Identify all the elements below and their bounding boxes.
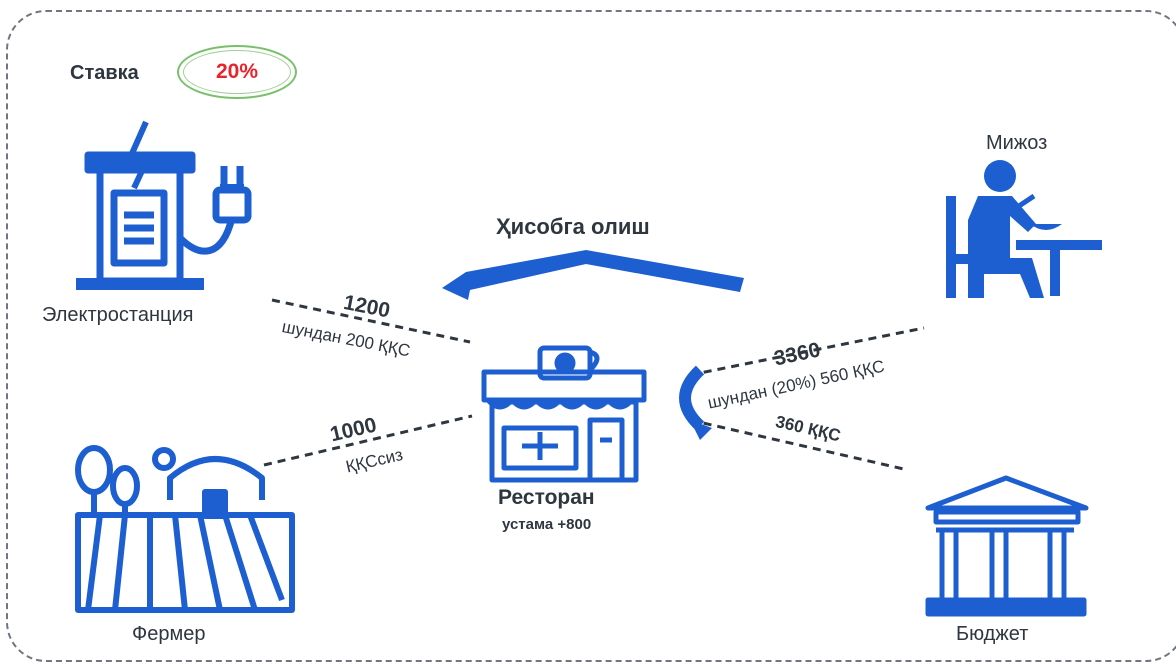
budget-building-icon — [925, 475, 1089, 617]
flow-power-to-restaurant — [271, 298, 471, 344]
flow-restaurant-to-customer — [689, 326, 925, 377]
restaurant-note: устама +800 — [502, 516, 592, 533]
accounting-label: Ҳисобга олиш — [496, 214, 650, 239]
accounting-arrow — [442, 250, 744, 300]
flow-restaurant-to-budget — [689, 418, 909, 472]
budget-label: Бюджет — [956, 623, 1029, 645]
customer-label: Мижоз — [986, 132, 1048, 154]
restaurant-icon — [481, 345, 647, 483]
flow-farmer-to-restaurant — [263, 414, 473, 467]
power-station-icon — [76, 120, 252, 290]
farm-icon — [75, 445, 295, 613]
rate-label: Ставка — [70, 62, 139, 84]
farmer-label: Фермер — [132, 623, 206, 645]
restaurant-label: Ресторан — [498, 486, 595, 509]
power-station-label: Электростанция — [42, 304, 194, 326]
rate-oval — [177, 45, 297, 99]
rate-value: 20% — [215, 60, 259, 83]
customer-icon — [946, 160, 1102, 298]
rate-oval-inner — [183, 50, 291, 94]
diagram-frame — [6, 10, 1176, 662]
flow-lines — [263, 298, 925, 472]
curved-arrow — [679, 365, 712, 440]
